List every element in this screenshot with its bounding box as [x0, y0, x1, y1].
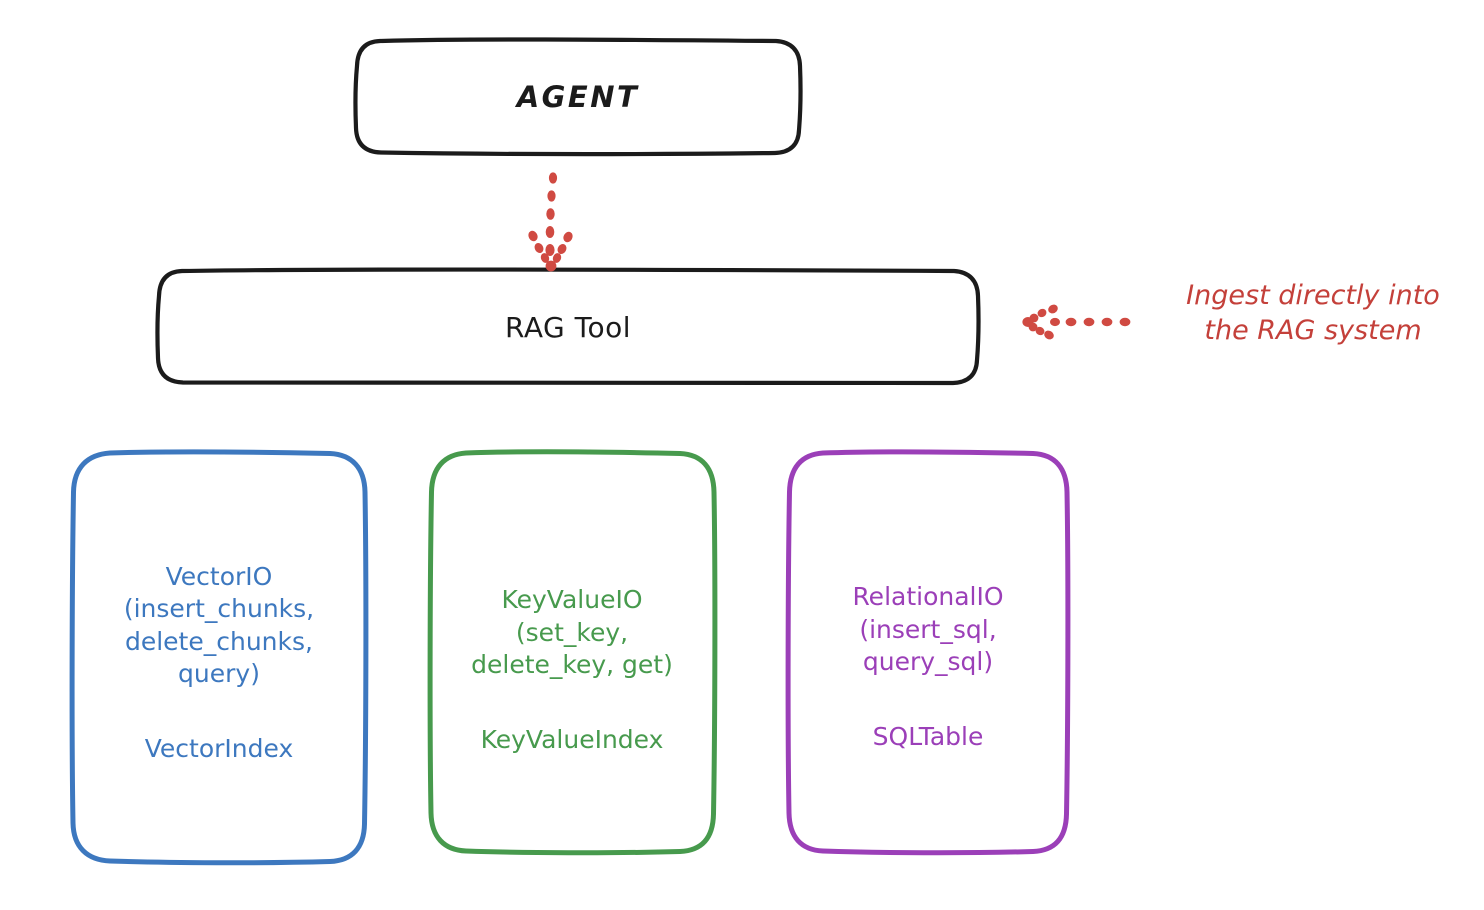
- agent-to-rag-tool-connector: [528, 172, 573, 272]
- ingest-annotation-label: Ingest directly into the RAG system: [1186, 280, 1440, 347]
- ingest-to-rag-tool-connector: [1022, 304, 1131, 340]
- relational-io-node[interactable]: RelationalIO (insert_sql, query_sql) SQL…: [789, 452, 1067, 854]
- relational-io-box-outline: [785, 449, 1071, 856]
- agent-label: AGENT: [516, 80, 640, 114]
- key-value-io-node[interactable]: KeyValueIO (set_key, delete_key, get) Ke…: [430, 452, 714, 854]
- agent-box-outline: [353, 37, 803, 157]
- key-value-io-api-label: KeyValueIO (set_key, delete_key, get): [471, 585, 673, 679]
- vector-io-box-outline: [69, 449, 369, 866]
- vector-io-node[interactable]: VectorIO (insert_chunks, delete_chunks, …: [72, 452, 366, 864]
- agent-node[interactable]: AGENT: [356, 40, 800, 154]
- vector-io-api-label: VectorIO (insert_chunks, delete_chunks, …: [123, 561, 315, 689]
- key-value-io-box-outline: [427, 449, 718, 856]
- vector-io-index-label: VectorIndex: [144, 733, 294, 763]
- rag-tool-label: RAG Tool: [505, 310, 631, 344]
- key-value-io-index-label: KeyValueIndex: [480, 724, 664, 754]
- relational-io-api-label: RelationalIO (insert_sql, query_sql): [852, 582, 1004, 676]
- rag-tool-node[interactable]: RAG Tool: [158, 270, 978, 384]
- relational-io-index-label: SQLTable: [872, 721, 984, 751]
- rag-tool-box-outline: [155, 267, 981, 387]
